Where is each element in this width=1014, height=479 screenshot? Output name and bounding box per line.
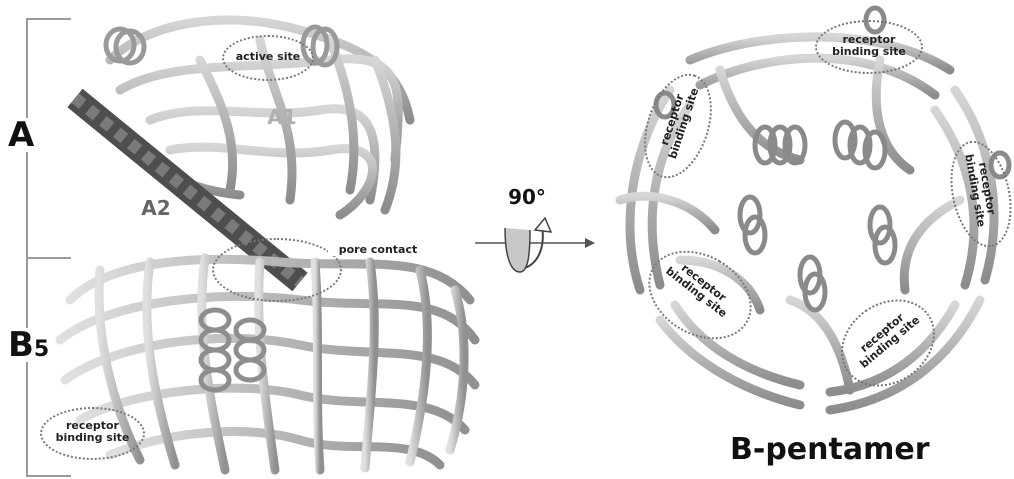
a1-label: A1 [262, 107, 302, 128]
receptor-site-label-left: receptor binding site [40, 420, 145, 443]
receptor-line1: receptor [40, 420, 145, 432]
bracket-top-tick [26, 18, 71, 20]
pore-contact-oval [212, 238, 342, 302]
rotation-label: 90° [497, 187, 557, 208]
pore-contact-label: pore contact [328, 244, 428, 256]
active-site-label: active site [222, 51, 314, 63]
bracket-vertical [26, 18, 28, 476]
a2-label: A2 [136, 198, 176, 219]
receptor-line1: receptor [815, 34, 923, 46]
bracket-bottom-tick [26, 475, 71, 477]
receptor-line2: binding site [40, 432, 145, 444]
receptor-site-label-top: receptor binding site [815, 34, 923, 57]
domain-b5-label: B5 [6, 328, 51, 362]
domain-a-label: A [6, 118, 36, 152]
domain-b-subscript: 5 [34, 337, 49, 362]
domain-b-letter: B [8, 325, 34, 365]
bracket-middle-tick [26, 257, 71, 259]
rotation-arrow [475, 218, 595, 272]
receptor-line2: binding site [815, 46, 923, 58]
pentamer-title: B-pentamer [730, 432, 929, 467]
